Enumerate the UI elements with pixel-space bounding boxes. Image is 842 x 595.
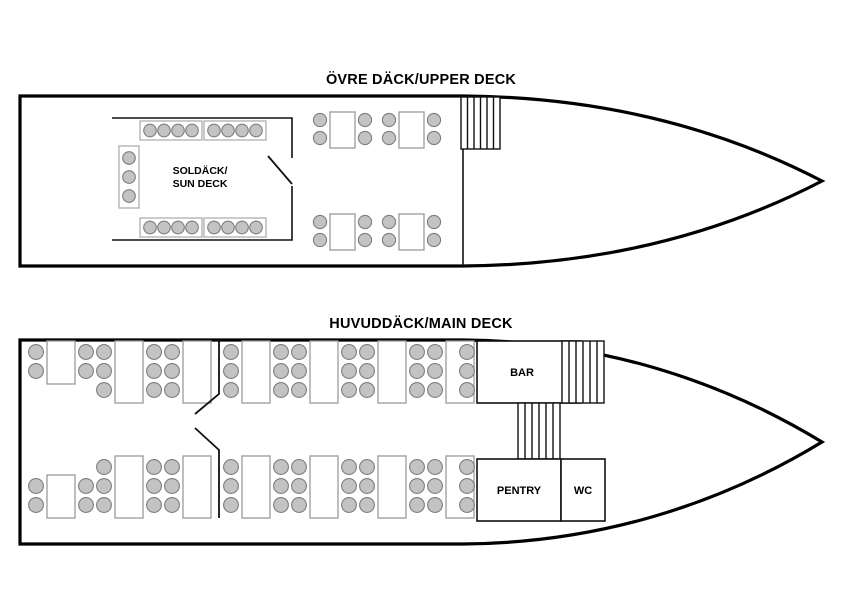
upper-deck-table-group: [381, 111, 442, 149]
main-deck-table-group: [96, 455, 162, 519]
main-deck-table-group: [164, 455, 212, 519]
upper-deck-table-group: [381, 213, 442, 251]
sun-deck-enclosure: [112, 117, 293, 241]
sun-deck-label-line1: SOLDÄCK/: [173, 164, 228, 177]
main-deck-title: HUVUDDÄCK/MAIN DECK: [329, 316, 513, 332]
upper-deck-title: ÖVRE DÄCK/UPPER DECK: [325, 72, 517, 88]
upper-deck-table-group: [312, 111, 373, 149]
wc-label: WC: [574, 485, 592, 497]
main-deck-stairs-center-icon[interactable]: [517, 402, 561, 460]
main-deck-diagram: BAR PENTRY WC: [18, 338, 826, 546]
pentry-label: PENTRY: [497, 485, 542, 497]
upper-deck-stairs-icon[interactable]: [460, 96, 501, 150]
main-deck-table-group: [291, 455, 357, 519]
sun-deck-door-icon: [267, 155, 293, 185]
upper-deck-table-group: [312, 213, 373, 251]
main-deck-table-group: [28, 340, 94, 385]
main-deck-table-group: [96, 340, 162, 404]
main-deck-door-icon-top: [194, 340, 220, 415]
upper-deck-diagram: SOLDÄCK/ SUN DECK: [18, 94, 826, 268]
sun-deck-bench-top-left: [139, 120, 203, 141]
main-deck-table-group: [291, 340, 357, 404]
main-deck-table-group: [359, 455, 425, 519]
main-deck-table-group: [223, 340, 289, 404]
sun-deck-bench-left: [118, 145, 140, 209]
main-deck-stairs-bow-icon[interactable]: [561, 340, 605, 404]
main-deck-table-group: [427, 455, 475, 519]
main-deck-table-group: [164, 340, 212, 404]
main-deck-table-group: [359, 340, 425, 404]
sun-deck-bench-top-right: [203, 120, 267, 141]
main-deck-table-group: [28, 474, 94, 519]
bar-label: BAR: [510, 367, 534, 379]
main-deck-table-group: [427, 340, 475, 404]
sun-deck-bench-bottom-left: [139, 217, 203, 238]
sun-deck-label-line2: SUN DECK: [173, 178, 228, 190]
wc-room[interactable]: [560, 458, 606, 522]
main-deck-table-group: [223, 455, 289, 519]
sun-deck-bench-bottom-right: [203, 217, 267, 238]
main-deck-door-icon-bottom: [194, 427, 220, 518]
